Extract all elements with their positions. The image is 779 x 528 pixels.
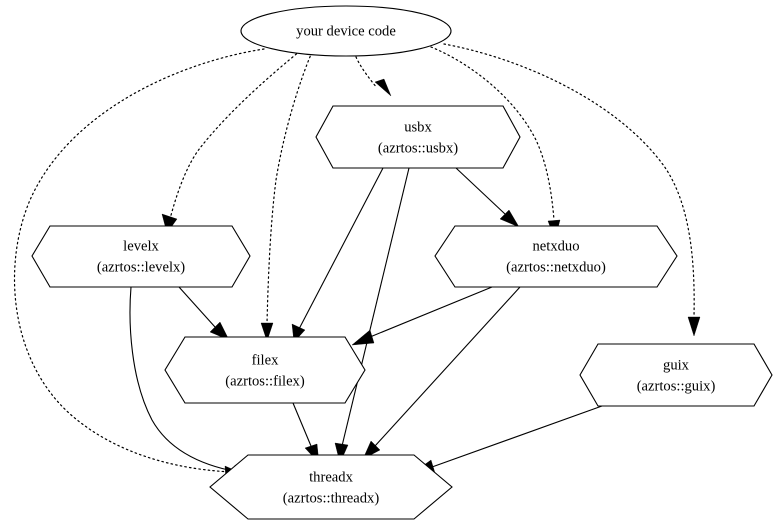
node-shape-octagon: [434, 225, 678, 288]
node-label-filex-line2: (azrtos::filex): [225, 373, 305, 389]
node-label-guix-line1: guix: [663, 357, 690, 373]
edge-filex-to-threadx: [292, 402, 320, 464]
edge-guix-to-threadx: [412, 405, 603, 474]
node-your-device-code[interactable]: your device code: [240, 5, 452, 57]
edge-device-to-usbx: [355, 56, 392, 97]
edge-device-to-levelx: [161, 50, 301, 234]
node-netxduo[interactable]: netxduo (azrtos::netxduo): [434, 225, 678, 288]
node-threadx[interactable]: threadx (azrtos::threadx): [209, 454, 453, 520]
node-levelx[interactable]: levelx (azrtos::levelx): [31, 225, 251, 288]
node-label-device-line1: your device code: [296, 23, 396, 39]
node-label-levelx-line2: (azrtos::levelx): [97, 259, 185, 275]
nodes-layer: your device code usbx (azrtos::usbx) lev…: [31, 5, 773, 520]
node-shape-ellipse: [240, 5, 452, 57]
node-label-threadx-line2: (azrtos::threadx): [283, 490, 380, 506]
node-guix[interactable]: guix (azrtos::guix): [579, 343, 773, 407]
edge-usbx-to-threadx: [334, 167, 410, 464]
node-label-filex-line1: filex: [252, 352, 279, 368]
node-shape-octagon: [209, 454, 453, 520]
edge-netxduo-to-threadx: [362, 286, 521, 460]
node-shape-octagon: [579, 343, 773, 407]
node-label-levelx-line1: levelx: [123, 238, 159, 254]
node-label-netxduo-line1: netxduo: [532, 238, 579, 254]
node-label-netxduo-line2: (azrtos::netxduo): [506, 259, 606, 275]
node-label-guix-line2: (azrtos::guix): [637, 378, 716, 394]
edge-usbx-to-filex: [291, 167, 384, 343]
node-usbx[interactable]: usbx (azrtos::usbx): [315, 105, 521, 169]
edge-device-to-guix: [443, 43, 701, 337]
node-label-usbx-line2: (azrtos::usbx): [378, 140, 458, 156]
edges-layer: [13, 43, 701, 481]
node-shape-octagon: [31, 225, 251, 288]
edge-usbx-to-netxduo: [455, 167, 520, 228]
node-shape-octagon: [315, 105, 521, 169]
node-label-threadx-line1: threadx: [309, 469, 353, 485]
edge-device-to-filex: [260, 51, 313, 342]
node-filex[interactable]: filex (azrtos::filex): [164, 336, 366, 404]
node-shape-octagon: [164, 336, 366, 404]
edge-levelx-to-filex: [178, 286, 230, 341]
edge-netxduo-to-filex: [351, 286, 493, 346]
node-label-usbx-line1: usbx: [404, 119, 432, 135]
